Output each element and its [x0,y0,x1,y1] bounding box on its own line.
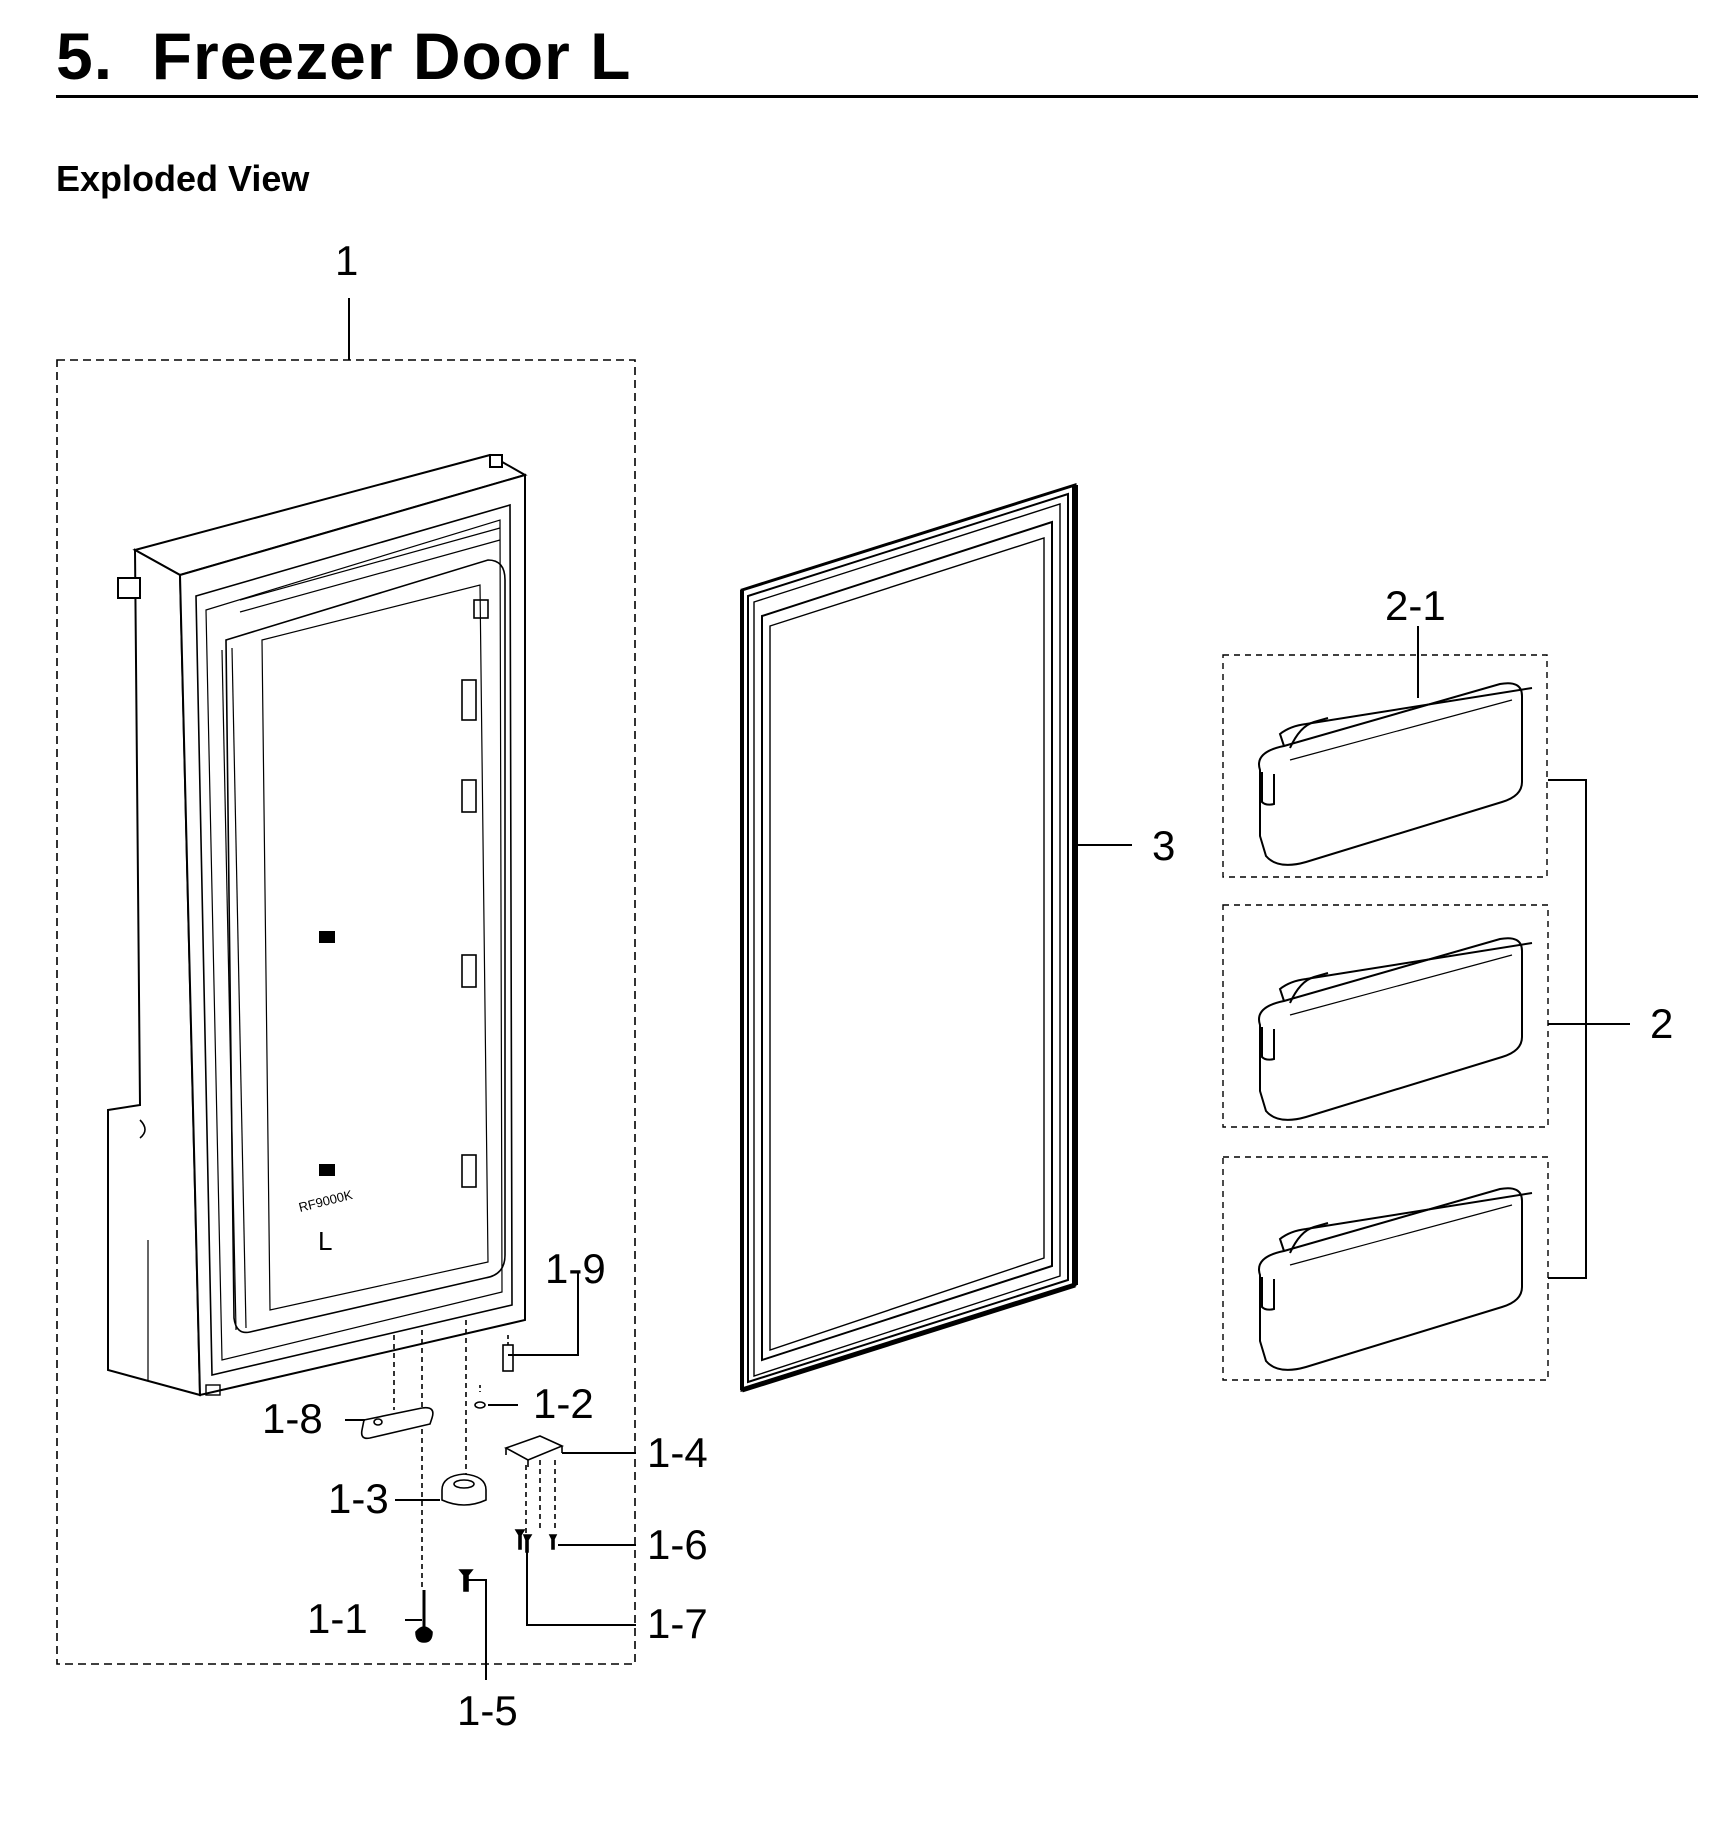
door-hardware [360,1320,565,1643]
callout-1: 1 [335,237,359,284]
callout-1-3: 1-3 [328,1475,389,1522]
part-1-9-pin [502,1344,514,1372]
callout-2-1: 2-1 [1385,582,1446,629]
callout-1-5: 1-5 [457,1687,518,1734]
door-bins-group [1222,626,1630,1381]
door-bin-top [1258,682,1533,866]
callout-1-7: 1-7 [647,1600,708,1647]
page-title: 5. Freezer Door L [56,19,632,93]
bin-boundary-bottom [1222,1156,1549,1381]
callout-1-4: 1-4 [647,1429,708,1476]
title-rule [56,95,1698,98]
callout-1-2: 1-2 [533,1380,594,1427]
part-1-3-hinge-bushing [441,1473,487,1506]
bin-boundary-middle [1222,904,1549,1128]
leader-lines-door [345,1273,636,1680]
door-assembly-boundary [56,298,636,1665]
callout-2: 2 [1650,1000,1674,1047]
door-gasket [740,482,1132,1393]
part-1-6-screw [548,1534,558,1550]
bin-boundary-top [1222,654,1548,878]
part-1-8-bracket [360,1406,434,1440]
part-1-7-screw-a [514,1529,526,1550]
door-bin-bottom [1258,1187,1533,1371]
callout-1-8: 1-8 [262,1395,323,1442]
door-bin-middle [1258,937,1533,1121]
callout-1-6: 1-6 [647,1521,708,1568]
door-side-letter: L [318,1226,332,1256]
freezer-door-body [107,453,528,1397]
callout-1-9: 1-9 [545,1245,606,1292]
callout-3: 3 [1152,822,1176,869]
part-1-2-washer [474,1401,486,1409]
section-subtitle: Exploded View [56,158,310,199]
part-1-5-screw [458,1569,474,1592]
callout-1-1: 1-1 [307,1595,368,1642]
part-1-4-hinge-plate [504,1435,565,1461]
